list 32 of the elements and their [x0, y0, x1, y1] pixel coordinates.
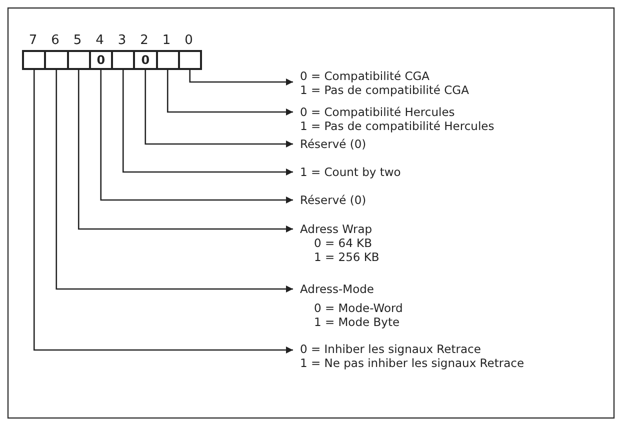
arrow — [100, 70, 293, 204]
bit-number: 7 — [28, 33, 38, 48]
bit-number: 0 — [184, 33, 194, 48]
field-heading: Adress Wrap — [300, 222, 372, 236]
bit-description: 0 = Inhiber les signaux Retrace — [300, 342, 481, 356]
bit-description: 0 = Compatibilité Hercules — [300, 105, 455, 119]
bit-description: 1 = 256 KB — [314, 250, 380, 264]
register-cell: 0 — [133, 50, 158, 70]
bit-description: 1 = Pas de compatibilité Hercules — [300, 119, 494, 133]
bit-description: 0 = Mode-Word — [314, 301, 403, 315]
arrow — [56, 70, 293, 292]
bit-description: 1 = Pas de compatibilité CGA — [300, 83, 469, 97]
bit-description: Réservé (0) — [300, 193, 366, 207]
bit-description: Réservé (0) — [300, 137, 366, 151]
arrow — [166, 70, 293, 116]
bit-description: 0 = 64 KB — [314, 236, 372, 250]
bit-number: 3 — [116, 33, 128, 48]
bit-number: 5 — [72, 33, 83, 48]
arrow — [144, 70, 293, 148]
arrow — [189, 70, 293, 86]
bit-description: 1 = Ne pas inhiber les signaux Retrace — [300, 356, 524, 370]
field-heading: Adress-Mode — [300, 282, 374, 296]
bit-description: 0 = Compatibilité CGA — [300, 69, 430, 83]
arrow — [122, 70, 293, 176]
bit-number: 1 — [161, 33, 172, 48]
bit-description: 1 = Count by two — [300, 165, 401, 179]
bit-number: 2 — [139, 33, 150, 48]
bit-description: 1 = Mode Byte — [314, 315, 400, 329]
bit-number: 4 — [94, 33, 105, 48]
bit-number: 6 — [50, 33, 60, 48]
arrow — [33, 70, 293, 354]
arrow — [78, 70, 293, 232]
